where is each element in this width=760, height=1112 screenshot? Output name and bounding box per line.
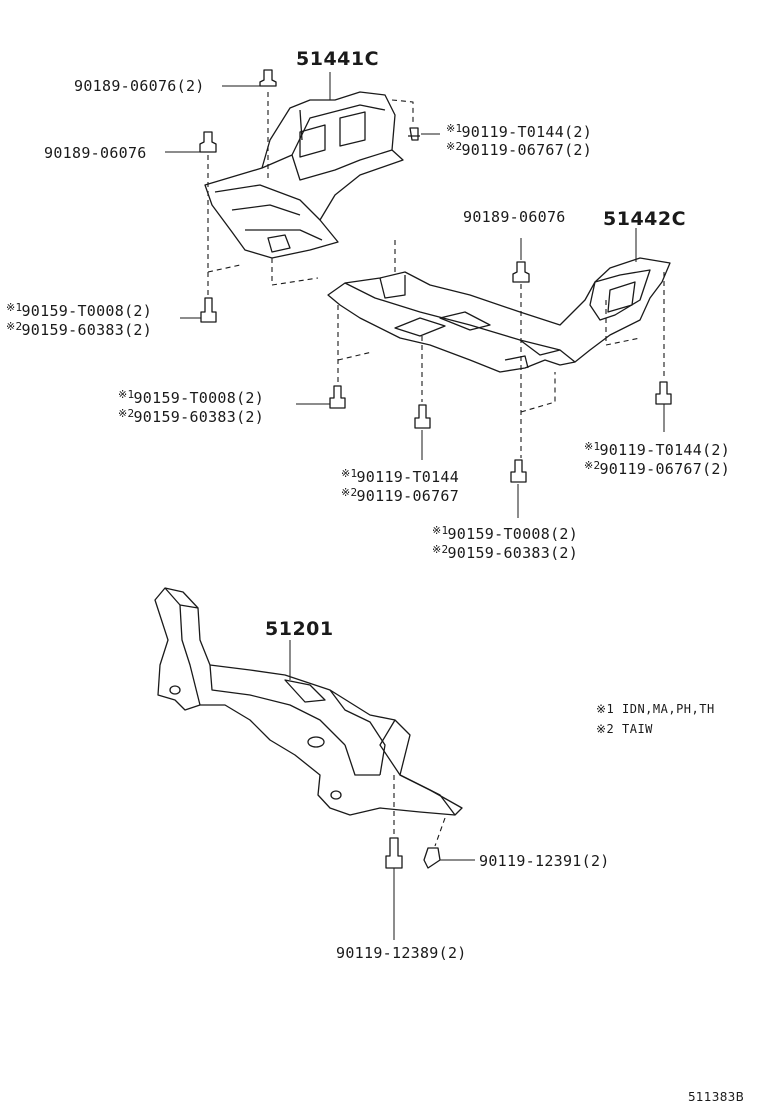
callout-bolt-variant-1: ※190119-T0144(2) (446, 122, 593, 141)
legend-note-1: ※1 IDN,MA,PH,TH (596, 702, 715, 716)
legend-note-2: ※2 TAIW (596, 722, 653, 736)
callout-center-bolt-variant-2: ※290119-06767 (341, 486, 460, 505)
part-label-51441c: 51441C (296, 48, 380, 70)
part-label-51442c: 51442C (603, 208, 687, 230)
callout-clip-upper-left: 90189-06076 (44, 144, 147, 162)
part-51441c-drawing (204, 91, 404, 259)
callout-frame-bolt-right: 90119-12391(2) (479, 852, 610, 870)
callout-clip-pair-top: 90189-06076(2) (74, 77, 205, 95)
part-51201-drawing (154, 587, 463, 816)
callout-center-bolt-variant-1: ※190119-T0144 (341, 467, 460, 486)
part-label-51201: 51201 (265, 618, 334, 640)
callout-right-bolt-variant-2: ※290119-06767(2) (584, 459, 731, 478)
callout-frame-bolt-bottom: 90119-12389(2) (336, 944, 467, 962)
dashed-guides (207, 92, 665, 847)
part-51442c-drawing (327, 257, 671, 373)
callout-lower-bolt-variant-1: ※190159-T0008(2) (432, 524, 579, 543)
callout-right-bolt-variant-1: ※190119-T0144(2) (584, 440, 731, 459)
callout-clip-middle: 90189-06076 (463, 208, 566, 226)
diagram-reference-code: 511383B (688, 1090, 745, 1104)
callout-bolt-variant-2: ※290119-06767(2) (446, 140, 593, 159)
leader-lines (165, 72, 665, 940)
callout-lower-bolt-variant-2: ※290159-60383(2) (432, 543, 579, 562)
callout-left-bolt-variant-2: ※290159-60383(2) (6, 320, 153, 339)
callout-mid-bolt-variant-1: ※190159-T0008(2) (118, 388, 265, 407)
callout-left-bolt-variant-1: ※190159-T0008(2) (6, 301, 153, 320)
fasteners (199, 69, 672, 869)
callout-mid-bolt-variant-2: ※290159-60383(2) (118, 407, 265, 426)
